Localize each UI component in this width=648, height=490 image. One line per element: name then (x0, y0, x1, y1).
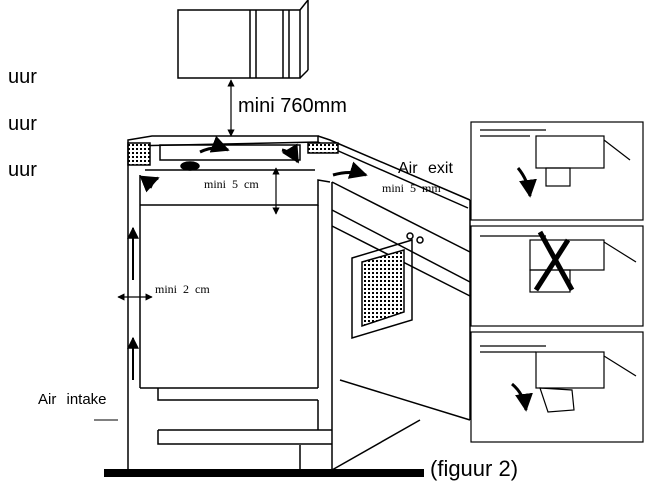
oven-cabinet (127, 146, 471, 475)
clearance-2cm-label: mini 2 cm (155, 282, 210, 296)
air-intake-label: Air intake (38, 391, 107, 408)
figure-caption: (figuur 2) (430, 456, 519, 481)
detail-panel-bottom (470, 331, 644, 443)
side-text-3: uur (8, 159, 37, 181)
detail-panel-middle (470, 225, 644, 327)
clearance-5mm-label: mini 5 mm (382, 181, 441, 195)
airflow-arrows-top (139, 135, 368, 193)
worktop (127, 135, 471, 209)
air-exit-label: Air exit (398, 160, 453, 177)
clearance-760-label: mini 760mm (238, 95, 347, 117)
detail-panel-top (470, 121, 644, 221)
upper-cabinet (177, 0, 309, 79)
floor (104, 469, 424, 477)
side-text-2: uur (8, 113, 37, 135)
side-text-1: uur (8, 66, 37, 88)
clearance-5cm-label: mini 5 cm (204, 177, 259, 191)
